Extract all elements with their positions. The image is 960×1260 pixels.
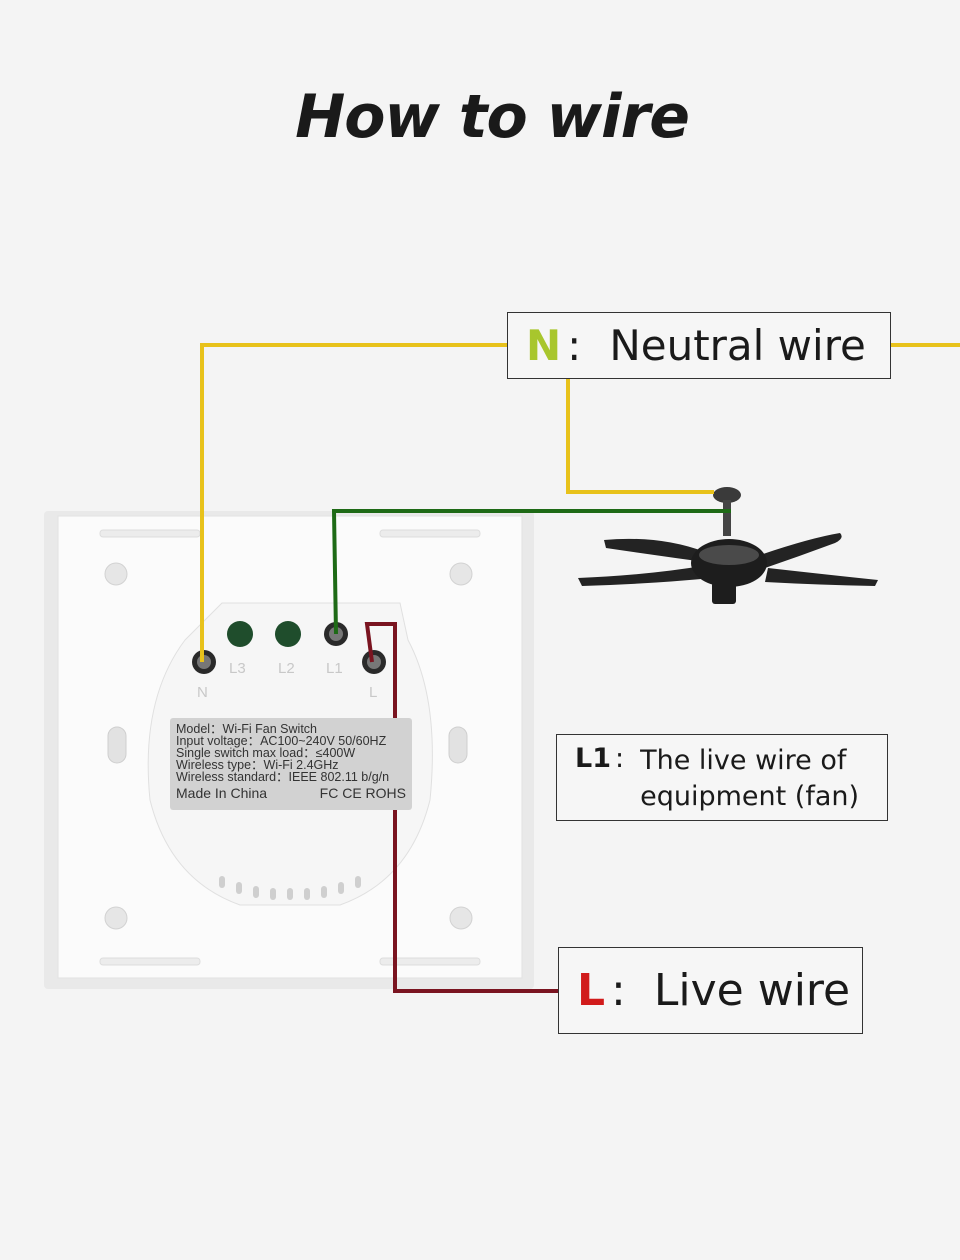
ceiling-fan-icon (578, 487, 878, 604)
made-in-label: Made In China (176, 785, 268, 801)
sticker-line: Input voltage：AC100~240V 50/60HZ (176, 734, 387, 748)
live-wire-label: L : Live wire (558, 947, 863, 1034)
l1-text-line2: equipment (fan) (640, 781, 860, 812)
live-code: L (577, 965, 606, 1016)
neutral-code: N (526, 321, 562, 370)
fan-live-wire (331, 509, 731, 635)
sticker-line: Model：Wi-Fi Fan Switch (176, 722, 317, 736)
l1-code: L1 (575, 743, 611, 774)
terminal-l3 (227, 621, 253, 647)
sticker-line: Wireless type：Wi-Fi 2.4GHz (176, 758, 339, 772)
neutral-text: Neutral wire (609, 321, 866, 370)
terminal-l (362, 650, 386, 674)
live-wire (364, 622, 558, 993)
l1-colon: : (615, 743, 625, 774)
sticker-line: Single switch max load：≤400W (176, 746, 356, 760)
terminal-label-l3: L3 (229, 660, 246, 677)
terminal-label-n: N (197, 684, 208, 701)
live-text: Live wire (653, 965, 851, 1016)
live-colon: : (611, 965, 626, 1016)
spec-sticker: Model：Wi-Fi Fan Switch Input voltage：AC1… (170, 718, 412, 810)
terminal-label-l1: L1 (326, 660, 343, 677)
sticker-line: Wireless standard：IEEE 802.11 b/g/n (176, 770, 390, 784)
terminal-l2 (275, 621, 301, 647)
neutral-wire-to-fan (566, 379, 714, 494)
terminal-label-l: L (369, 684, 378, 701)
l1-text-line1: The live wire of (640, 745, 847, 776)
neutral-wire-label: N : Neutral wire (507, 312, 891, 379)
neutral-colon: : (567, 321, 582, 370)
page-title: How to wire (295, 82, 690, 152)
certification-marks: FC CE ROHS (319, 785, 406, 801)
terminal-label-l2: L2 (278, 660, 295, 677)
equipment-live-wire-label: L1 : The live wire of equipment (fan) (556, 734, 888, 821)
neutral-wire (200, 343, 507, 662)
